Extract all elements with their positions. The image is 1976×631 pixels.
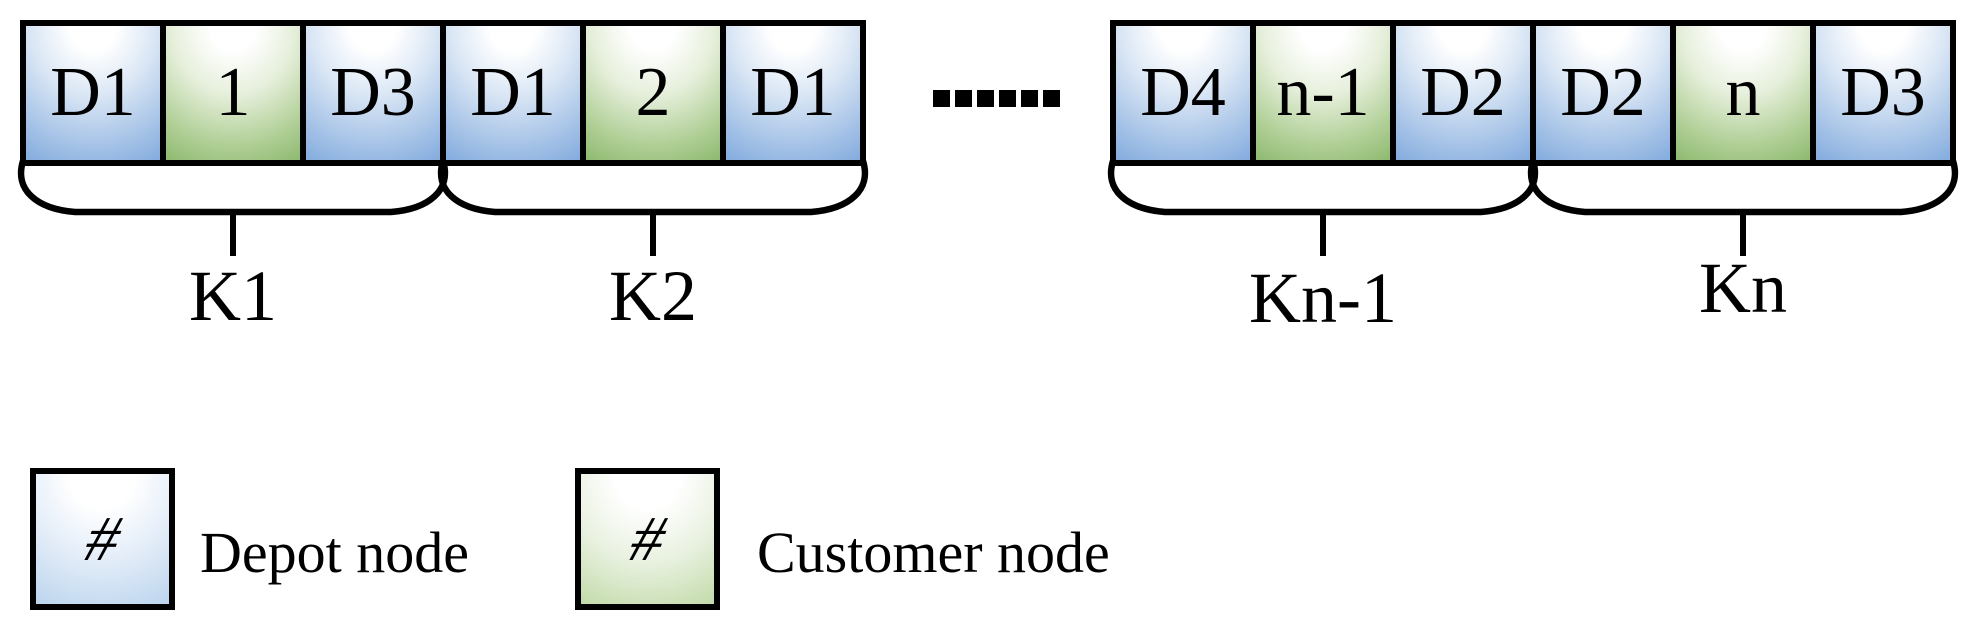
legend-symbol: #	[625, 503, 670, 574]
depot-cell: D3	[1810, 20, 1956, 166]
ellipsis-dot	[933, 90, 950, 107]
depot-cell: D1	[720, 20, 866, 166]
depot-cell: D2	[1390, 20, 1536, 166]
ellipsis-dot	[999, 90, 1016, 107]
route-brace	[1527, 160, 1959, 216]
route-label: K2	[609, 256, 697, 336]
route-brace	[17, 160, 449, 216]
ellipsis-dot	[1043, 90, 1060, 107]
route-label: Kn	[1699, 248, 1787, 328]
depot-cell: D4	[1110, 20, 1256, 166]
customer-cell: 1	[160, 20, 306, 166]
ellipsis-dot	[955, 90, 972, 107]
depot-cell: D2	[1530, 20, 1676, 166]
legend-label: Depot node	[200, 520, 469, 585]
depot-cell: D3	[300, 20, 446, 166]
customer-cell: 2	[580, 20, 726, 166]
legend-swatch-customer: #	[575, 468, 720, 610]
route-brace	[1107, 160, 1539, 216]
route-label: K1	[189, 256, 277, 336]
customer-cell: n	[1670, 20, 1816, 166]
route-brace	[437, 160, 869, 216]
depot-cell: D1	[20, 20, 166, 166]
customer-cell: n-1	[1250, 20, 1396, 166]
route-label: Kn-1	[1249, 258, 1397, 338]
ellipsis-dot	[1021, 90, 1038, 107]
depot-cell: D1	[440, 20, 586, 166]
legend-label: Customer node	[757, 520, 1110, 585]
legend-swatch-depot: #	[30, 468, 175, 610]
ellipsis-dot	[977, 90, 994, 107]
legend-symbol: #	[80, 503, 125, 574]
